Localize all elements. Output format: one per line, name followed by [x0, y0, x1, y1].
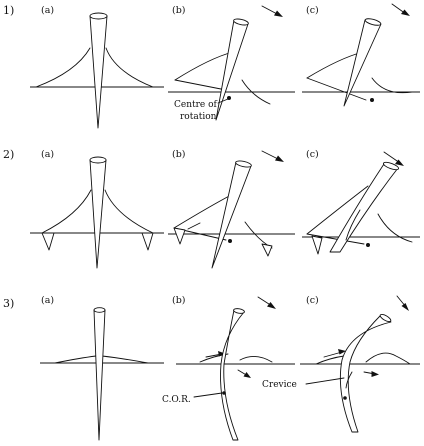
root-plate-left [41, 189, 92, 234]
stem-top [233, 308, 245, 314]
row-1: 1) (a) (b) Centre of rotation [3, 3, 420, 129]
row-2-number: 2) [3, 148, 14, 161]
surface-bulge-right [365, 352, 411, 365]
stem [89, 15, 108, 129]
panel-3c-label: (c) [306, 295, 319, 306]
row-1-number: 1) [3, 4, 14, 17]
sinker-root-right [261, 243, 273, 257]
panel-1b-label: (b) [172, 5, 186, 16]
tap-root-bent [220, 309, 245, 441]
plate-underside [174, 79, 227, 91]
centre-of-rotation-dot [366, 243, 370, 247]
arrow-head [401, 303, 409, 311]
root-plate-right [371, 77, 413, 94]
push-arrow-head [243, 372, 251, 378]
panel-1c: (c) [302, 3, 420, 107]
stem-tilted [211, 161, 252, 269]
panel-3c: (c) Crevice [262, 295, 420, 433]
crevice-dot [343, 396, 347, 400]
stem-bent [329, 163, 399, 253]
surface-bulge-right [101, 355, 149, 364]
sinker-root-left [173, 227, 186, 245]
panel-2b-label: (b) [172, 149, 186, 160]
stem-top [89, 12, 108, 20]
arrow-head [267, 302, 276, 309]
sinker-root-left [41, 232, 55, 251]
crevice-line [345, 371, 353, 389]
plate-underside [306, 77, 367, 101]
root-plate-right [377, 213, 413, 243]
crevice-leader [305, 377, 345, 385]
arrow-head [275, 155, 284, 162]
root-plate-right-pushed [244, 221, 273, 249]
root-plate-right [104, 189, 154, 234]
panel-3a-label: (a) [41, 295, 54, 306]
cor-leader [193, 392, 223, 398]
stem [89, 159, 107, 269]
leader-line [217, 98, 229, 104]
internal-fracture [345, 209, 361, 241]
panel-3a: (a) [40, 295, 164, 441]
stem-top [93, 307, 106, 313]
panel-2c-label: (c) [306, 149, 319, 160]
panel-2b: (b) [168, 149, 295, 269]
centre-of-rotation-label-line1: Centre of [174, 100, 218, 110]
stem-top [89, 156, 107, 164]
push-arrow-head [371, 371, 379, 377]
stem-top [379, 313, 392, 323]
centre-of-rotation-dot [370, 98, 374, 102]
surface-bulge-right [239, 356, 273, 363]
arrow-head [274, 10, 283, 17]
root-plate-left-lifted [306, 185, 369, 235]
panel-1b: (b) Centre of rotation [168, 5, 295, 122]
panel-3b: (b) C.O.R. [162, 295, 295, 441]
stem-top [364, 18, 382, 26]
tap-root [93, 309, 106, 441]
cor-label: C.O.R. [162, 395, 191, 405]
panel-2a-label: (a) [41, 149, 54, 160]
root-plate-right [105, 47, 154, 88]
row-2: 2) (a) (b) [3, 148, 420, 269]
tap-root-bent [339, 315, 392, 433]
panel-1a: (a) [30, 5, 164, 129]
centre-of-rotation-label-line2: rotation [180, 112, 217, 122]
root-plate-right-pushed [241, 79, 271, 105]
sinker-root-right [141, 232, 154, 251]
pull-arrow-shaft [323, 351, 343, 358]
centre-of-rotation-dot [228, 239, 232, 243]
stem-top [382, 161, 400, 171]
panel-3b-label: (b) [172, 295, 186, 306]
cor-dot [222, 391, 226, 395]
stem-tilted [215, 19, 249, 121]
sinker-root-left [311, 235, 323, 255]
root-plate-left [35, 47, 91, 88]
pull-arrow-head [338, 349, 346, 355]
stem-tilted [343, 19, 382, 107]
row-3-number: 3) [3, 297, 14, 310]
panel-1c-label: (c) [306, 5, 319, 16]
soil-tear [187, 222, 201, 230]
panel-2a: (a) [30, 149, 164, 269]
arrow-head [401, 9, 410, 16]
surface-bulge-left [54, 355, 97, 364]
crevice-label: Crevice [262, 380, 297, 390]
panel-2c: (c) [302, 149, 420, 255]
pull-arrow-head [218, 351, 225, 357]
plate-underside [306, 233, 365, 245]
stem-top [235, 160, 252, 168]
arrow-head [395, 159, 404, 166]
surface-bulge-left [315, 355, 345, 365]
stem-top [233, 18, 249, 26]
panel-1a-label: (a) [41, 5, 54, 16]
row-3: 3) (a) (b) C.O.R. [3, 295, 420, 441]
